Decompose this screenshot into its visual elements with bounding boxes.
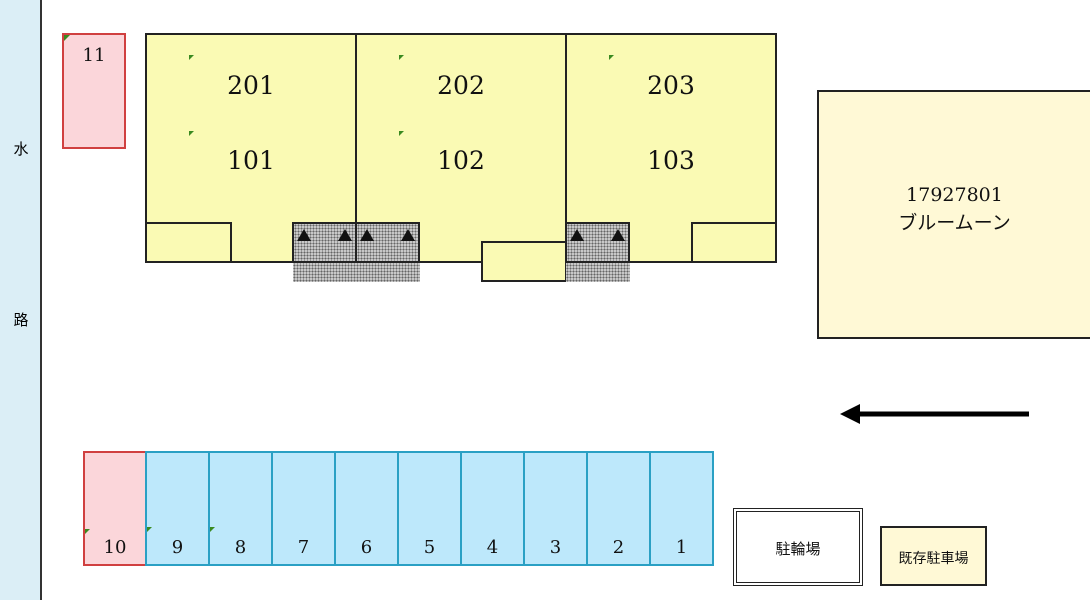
unit-203[interactable]: 203	[647, 71, 695, 100]
corner-marker-icon	[64, 35, 70, 41]
bicycle-parking[interactable]: 駐輪場	[733, 508, 863, 586]
waterway: 水 路	[0, 0, 42, 600]
neighbor-name: ブルームーン	[898, 212, 1011, 234]
stair-up-triangle-icon	[570, 229, 584, 241]
parking-space-7[interactable]: 7	[271, 451, 336, 566]
corner-marker-icon	[147, 527, 152, 532]
parking-space-label: 6	[360, 537, 373, 558]
unit-201[interactable]: 201	[227, 71, 275, 100]
corner-marker-icon	[189, 131, 194, 136]
stair-right	[355, 222, 420, 263]
parking-space-9[interactable]: 9	[145, 451, 210, 566]
stair-up-triangle-icon	[338, 229, 352, 241]
parking-space-label: 11	[82, 45, 106, 66]
parking-space-11[interactable]: 11	[62, 33, 126, 149]
bicycle-parking-label: 駐輪場	[775, 540, 821, 558]
parking-space-label: 3	[549, 537, 562, 558]
stair-left	[292, 222, 357, 263]
parking-space-6[interactable]: 6	[334, 451, 399, 566]
parking-space-1[interactable]: 1	[649, 451, 714, 566]
corner-marker-icon	[210, 527, 215, 532]
stair-far-right	[565, 222, 630, 263]
direction-arrow-left-icon	[840, 404, 1029, 424]
entrance-box	[145, 222, 232, 263]
parking-space-label: 10	[103, 537, 127, 558]
entrance-box	[481, 241, 567, 282]
parking-space-label: 1	[675, 537, 688, 558]
existing-parking-label: 既存駐車場	[898, 551, 969, 567]
corner-marker-icon	[399, 55, 404, 60]
parking-space-label: 8	[234, 537, 247, 558]
stair-up-triangle-icon	[611, 229, 625, 241]
unit-101[interactable]: 101	[227, 146, 275, 175]
parking-space-5[interactable]: 5	[397, 451, 462, 566]
waterway-label-top: 水	[13, 140, 29, 158]
unit-102[interactable]: 102	[437, 146, 485, 175]
entrance-box	[691, 222, 777, 263]
parking-space-label: 5	[423, 537, 436, 558]
corner-marker-icon	[399, 131, 404, 136]
parking-space-label: 2	[612, 537, 625, 558]
corner-marker-icon	[609, 55, 614, 60]
parking-space-label: 9	[171, 537, 184, 558]
parking-space-4[interactable]: 4	[460, 451, 525, 566]
parking-space-label: 4	[486, 537, 499, 558]
stair-up-triangle-icon	[297, 229, 311, 241]
neighbor-id: 17927801	[906, 184, 1003, 206]
parking-space-8[interactable]: 8	[208, 451, 273, 566]
parking-space-10[interactable]: 10	[83, 451, 147, 566]
parking-space-label: 7	[297, 537, 310, 558]
corner-marker-icon	[85, 529, 90, 534]
stair-up-triangle-icon	[401, 229, 415, 241]
neighbor-building: 17927801 ブルームーン	[817, 90, 1090, 339]
existing-parking[interactable]: 既存駐車場	[880, 526, 987, 586]
corner-marker-icon	[189, 55, 194, 60]
waterway-label-bottom: 路	[13, 311, 29, 329]
parking-space-2[interactable]: 2	[586, 451, 651, 566]
parking-space-3[interactable]: 3	[523, 451, 588, 566]
unit-103[interactable]: 103	[647, 146, 695, 175]
unit-202[interactable]: 202	[437, 71, 485, 100]
stair-up-triangle-icon	[360, 229, 374, 241]
